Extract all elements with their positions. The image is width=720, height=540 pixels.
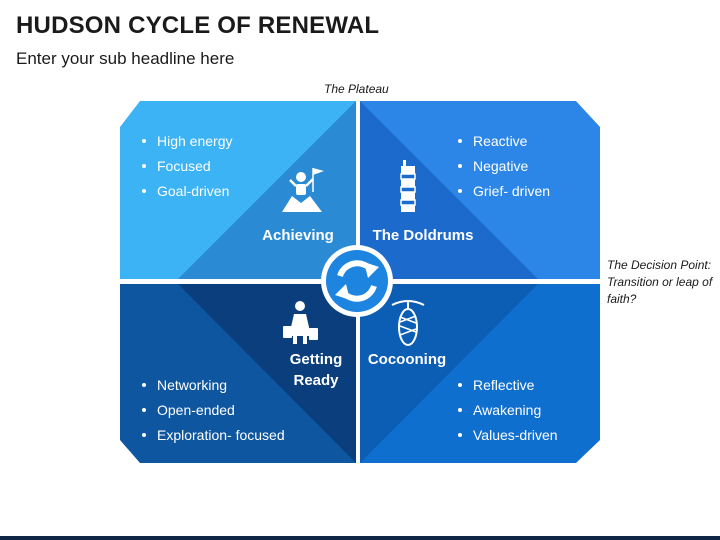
page-title: HUDSON CYCLE OF RENEWAL — [16, 12, 380, 39]
list-item: Focused — [142, 157, 233, 182]
doldrums-bullets: Reactive Negative Grief- driven — [458, 132, 550, 207]
quadrant-achieving — [120, 101, 356, 279]
list-item: Reflective — [458, 376, 558, 401]
quadrant-doldrums-triangle — [360, 101, 538, 279]
list-item: Values-driven — [458, 426, 558, 451]
quadrant-doldrums — [360, 101, 600, 279]
quadrant-cocooning-triangle — [360, 284, 538, 463]
decision-point-label: The Decision Point: Transition or leap o… — [607, 258, 713, 306]
doldrums-label: The Doldrums — [372, 227, 474, 244]
windsock-icon — [400, 160, 416, 212]
cocoon-icon — [391, 300, 425, 346]
list-item: Open-ended — [142, 401, 285, 426]
achieving-label: Achieving — [262, 227, 334, 244]
footer-bar — [0, 536, 720, 540]
list-item: Awakening — [458, 401, 558, 426]
list-item: Goal-driven — [142, 182, 233, 207]
getting-ready-label: Getting Ready — [280, 349, 352, 391]
list-item: Grief- driven — [458, 182, 550, 207]
achiever-flag-icon — [282, 168, 324, 212]
cocooning-bullets: Reflective Awakening Values-driven — [458, 376, 558, 451]
getting-ready-bullets: Networking Open-ended Exploration- focus… — [142, 376, 285, 451]
plateau-label: The Plateau — [324, 82, 389, 96]
list-item: High energy — [142, 132, 233, 157]
page-subtitle: Enter your sub headline here — [16, 49, 235, 68]
list-item: Negative — [458, 157, 550, 182]
cycle-arrows-icon — [321, 245, 393, 317]
quadrant-achieving-triangle — [178, 101, 356, 279]
cocooning-label: Cocooning — [367, 351, 447, 368]
achieving-bullets: High energy Focused Goal-driven — [142, 132, 233, 207]
getting-ready-label-line-1: Getting — [289, 351, 343, 368]
getting-ready-label-line-2: Ready — [293, 372, 339, 389]
shopper-bags-icon — [283, 301, 318, 344]
list-item: Exploration- focused — [142, 426, 285, 451]
list-item: Reactive — [458, 132, 550, 157]
list-item: Networking — [142, 376, 285, 401]
quadrant-cocooning — [360, 284, 600, 463]
